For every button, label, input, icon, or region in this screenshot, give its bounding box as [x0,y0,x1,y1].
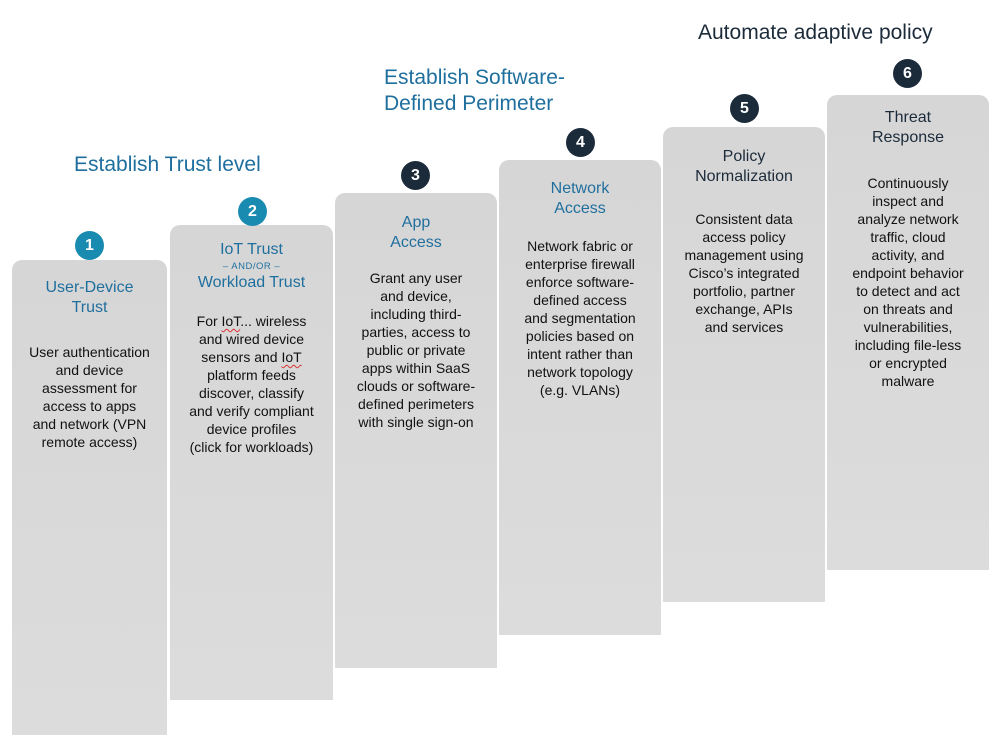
step-2-description-end: platform feeds discover, classify and ve… [189,367,314,455]
step-2-number-badge: 2 [238,197,267,226]
step-2-description-start: For [196,313,222,329]
step-2-title-iot: IoT Trust [220,241,283,258]
step-3-number-badge: 3 [401,161,430,190]
step-5-panel [663,127,825,602]
step-2-description-middle: ... wireless and wired device sensors an… [198,313,307,365]
step-1-description: User authentication and device assessmen… [29,344,150,450]
step-6-title: Threat Response [871,109,945,146]
step-3-description: Grant any user and device, including thi… [356,270,476,430]
step-2-panel [170,225,333,700]
step-6-description: Continuously inspect and analyze network… [852,175,964,389]
step-2-description: For IoT... wireless and wired device sen… [170,312,333,456]
step-3-title: App Access [390,214,442,251]
step-4-title: Network Access [550,180,610,217]
step-2-description-iot-2: IoT [281,349,302,365]
step-2-title-and-or: – AND/OR – [222,261,281,272]
step-5-number-badge: 5 [730,94,759,123]
step-6-number-badge: 6 [893,59,922,88]
step-1-number-badge: 1 [75,231,104,260]
stage-title-adaptive-policy: Automate adaptive policy [698,21,933,44]
step-4-description: Network fabric or enterprise firewall en… [524,238,636,398]
step-2-title: IoT Trust – AND/OR – Workload Trust [170,240,333,293]
step-5-title: Policy Normalization [695,148,793,185]
step-2-title-workload: Workload Trust [197,274,306,291]
step-2-description-iot-1: IoT [221,313,241,329]
step-5-description: Consistent data access policy management… [684,211,804,335]
step-1-title: User-Device Trust [45,279,134,316]
step-1-panel [12,260,167,735]
step-4-number-badge: 4 [566,128,595,157]
stage-title-perimeter: Establish Software- Defined Perimeter [384,66,565,115]
stage-title-trust: Establish Trust level [74,153,261,176]
